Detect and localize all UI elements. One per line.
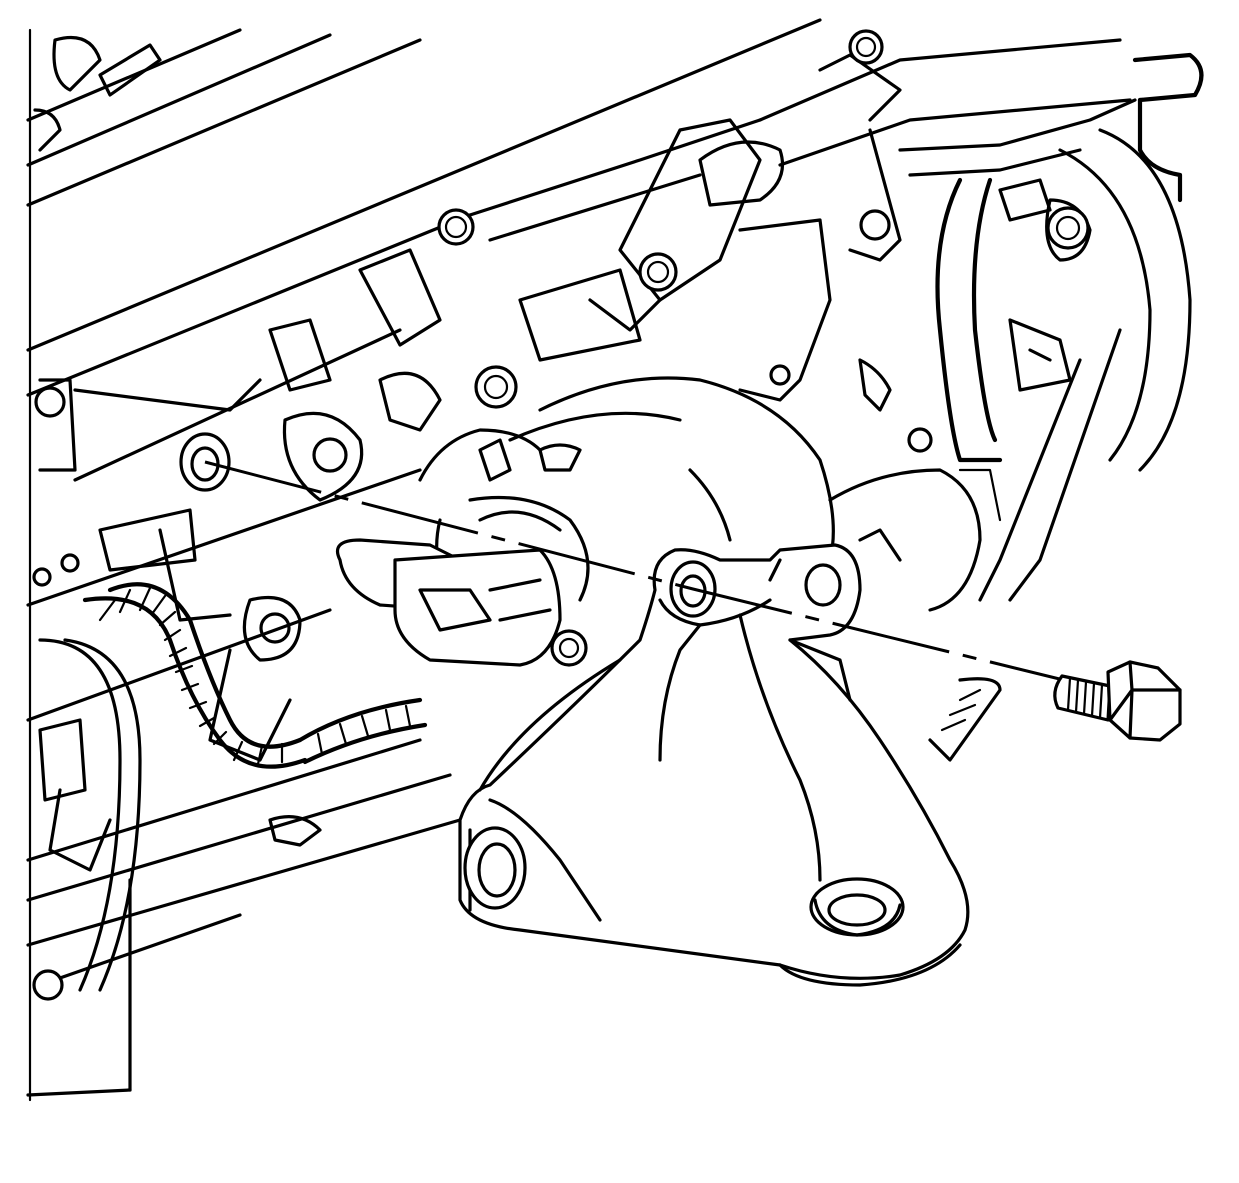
wiring-harness <box>38 582 1002 992</box>
bolt-solenoid <box>550 629 588 667</box>
mount-bolt <box>1053 660 1182 742</box>
bolt-tube-bracket <box>1046 206 1090 250</box>
engine-bolts <box>32 29 1090 1001</box>
bolt-upper-left <box>437 208 475 246</box>
engine-mount-bracket <box>458 543 970 987</box>
upper-bracket-assembly <box>468 38 1204 602</box>
engine-block <box>26 18 822 1102</box>
alignment-centerline <box>204 460 1081 686</box>
bolt-center <box>474 365 518 409</box>
bolt-lower-left <box>32 969 64 1001</box>
bolt-top-right <box>848 29 884 65</box>
drive-housing <box>335 358 982 667</box>
bolt-upper-center <box>638 252 678 292</box>
